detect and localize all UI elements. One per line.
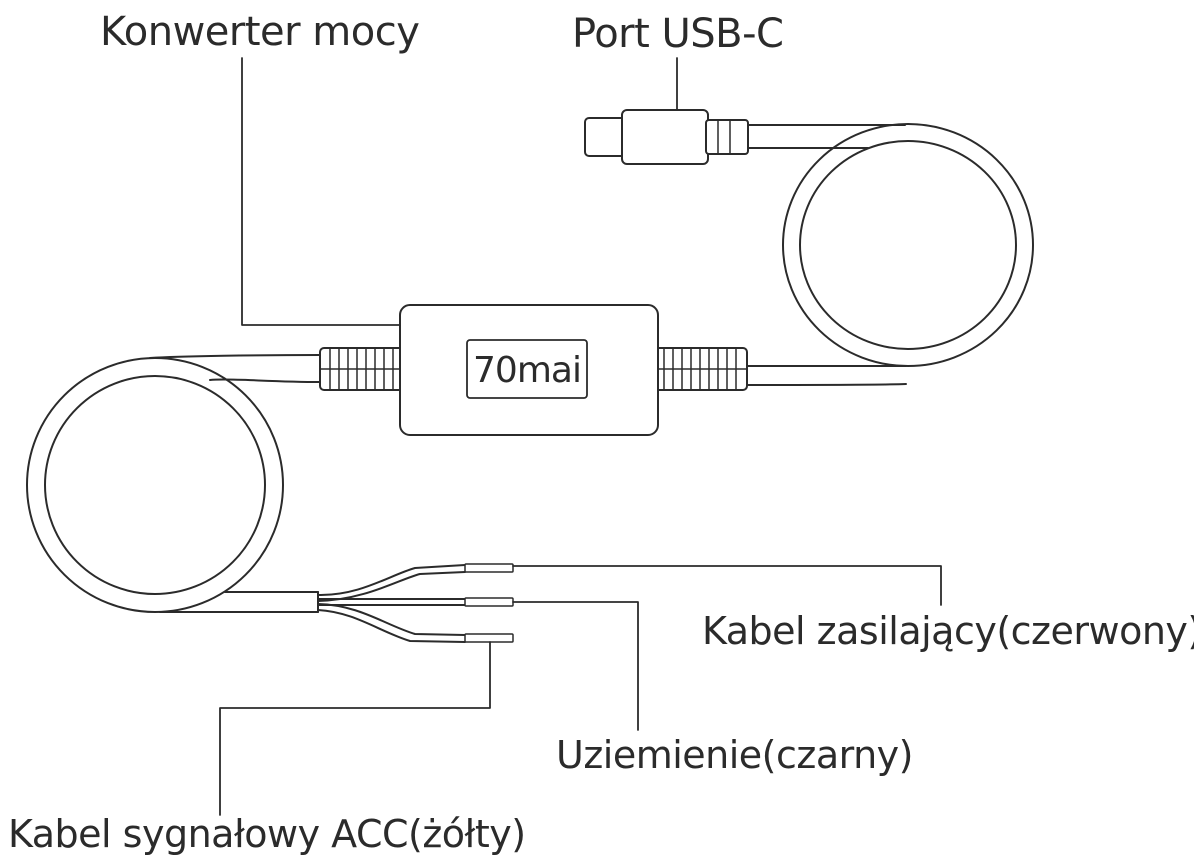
label-power-cable: Kabel zasilający(czerwony) [702,609,1194,653]
leader-lines [219,57,942,816]
leader-power-cable [512,565,942,606]
wire-fanout [317,563,514,643]
leader-acc [219,641,491,816]
power-converter-box [399,304,659,436]
label-acc-signal: Kabel sygnałowy ACC(żółty) [8,812,526,856]
brand-logo: 70mai [473,350,581,391]
leader-converter [241,57,401,326]
converter-left-strain-relief [319,347,405,391]
label-converter: Konwerter mocy [100,9,420,55]
label-usb-port: Port USB-C [572,11,784,57]
leader-ground [512,601,639,731]
label-ground: Uziemienie(czarny) [556,733,913,777]
usb-cable-coil [745,123,1034,386]
converter-right-strain-relief [654,347,748,391]
wire-cable-coil [26,354,321,613]
usb-c-plug [584,109,749,165]
